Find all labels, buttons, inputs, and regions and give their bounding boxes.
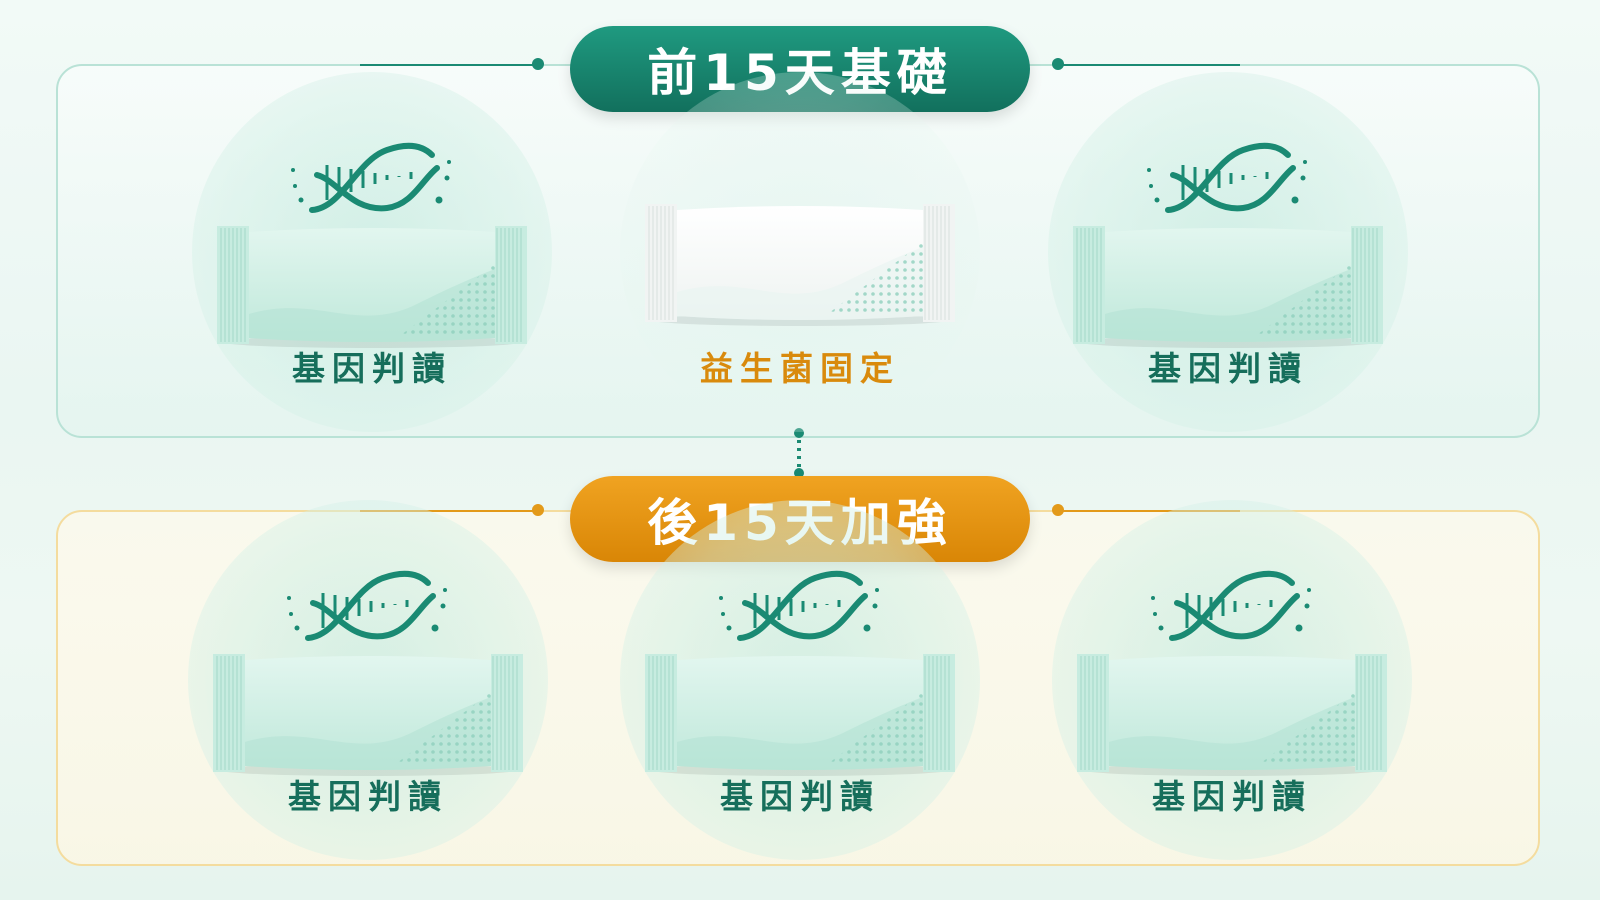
item-label: 基因判讀 [1148, 349, 1308, 388]
dna-icon [1143, 130, 1313, 230]
connector-dot [532, 58, 544, 70]
phase2-item-1: 基因判讀 [158, 500, 578, 860]
packet-icon [1073, 224, 1383, 348]
connector-dot [794, 468, 804, 478]
phase1-item-3: 基因判讀 [1018, 72, 1438, 432]
connector-line [1060, 510, 1240, 512]
phase1-item-1: 基因判讀 [162, 72, 582, 432]
dna-icon [283, 558, 453, 658]
phase2-item-3: 基因判讀 [1022, 500, 1442, 860]
connector-line [1060, 64, 1240, 66]
vertical-connector [797, 432, 801, 476]
item-label: 基因判讀 [1152, 777, 1312, 816]
connector-line [360, 510, 538, 512]
packet-icon [213, 652, 523, 776]
dna-icon [1147, 558, 1317, 658]
phase1-item-2: 益生菌固定 [590, 72, 1010, 432]
dna-icon [715, 558, 885, 658]
packet-icon [1077, 652, 1387, 776]
connector-dot [532, 504, 544, 516]
packet-icon [217, 224, 527, 348]
item-label: 益生菌固定 [700, 349, 900, 388]
item-label: 基因判讀 [288, 777, 448, 816]
dna-icon [287, 130, 457, 230]
packet-icon [645, 202, 955, 326]
item-label: 基因判讀 [292, 349, 452, 388]
phase2-item-2: 基因判讀 [590, 500, 1010, 860]
item-label: 基因判讀 [720, 777, 880, 816]
packet-icon [645, 652, 955, 776]
connector-line [360, 64, 538, 66]
connector-dot [1052, 504, 1064, 516]
connector-dot [1052, 58, 1064, 70]
